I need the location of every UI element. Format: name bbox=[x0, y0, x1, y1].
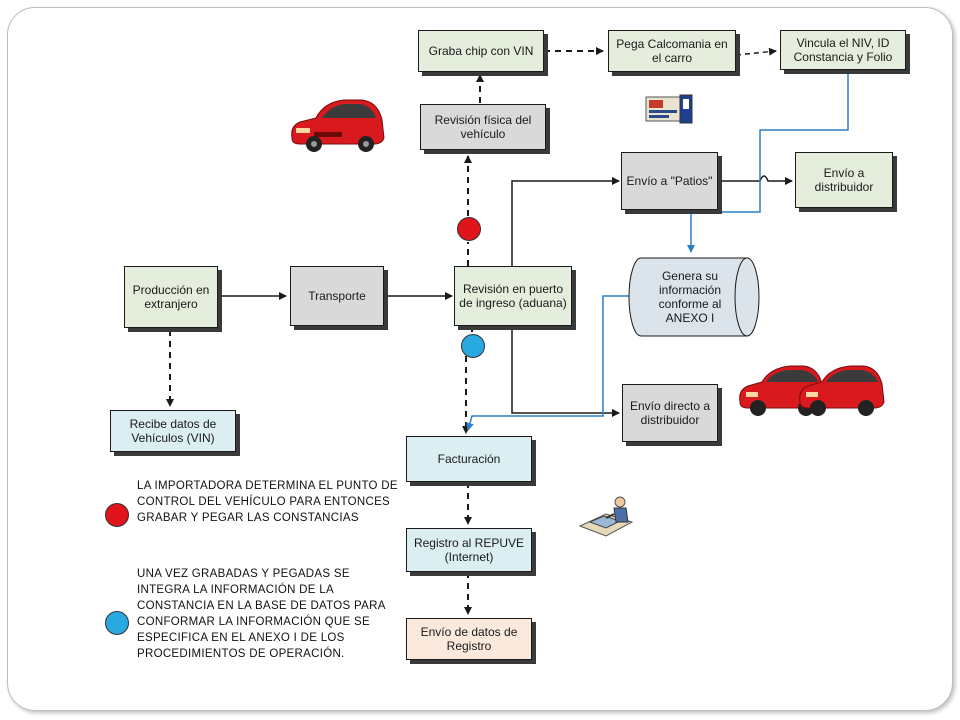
note-red-legend: LA IMPORTADORA DETERMINA EL PUNTO DE CON… bbox=[137, 480, 398, 524]
box-revision-fisica: Revisión física del vehículo bbox=[420, 104, 546, 150]
two-red-cars-icon bbox=[739, 365, 885, 416]
line-revision-directo bbox=[511, 326, 620, 417]
box-transporte: Transporte bbox=[290, 266, 384, 326]
blue-line-genera-facturacion bbox=[466, 295, 633, 431]
box-genera-info: Genera su información conforme al ANEXO … bbox=[658, 269, 722, 325]
line-patios-distribuidor bbox=[718, 175, 793, 185]
genera-info-shape bbox=[628, 257, 760, 337]
legend-blue-marker bbox=[105, 611, 129, 635]
box-registro-repuve: Registro al REPUVE (Internet) bbox=[406, 528, 532, 572]
red-control-marker bbox=[457, 217, 481, 241]
sticker-icon bbox=[645, 94, 693, 124]
box-envio-directo: Envío directo a distribuidor bbox=[622, 384, 718, 442]
box-vincula: Vincula el NIV, ID Constancia y Folio bbox=[780, 30, 906, 70]
box-revision-puerto: Revisión en puerto de ingreso (aduana) bbox=[454, 266, 572, 326]
box-envio-patios: Envío a "Patios" bbox=[621, 152, 718, 210]
box-envio-datos: Envío de datos de Registro bbox=[406, 618, 532, 660]
computer-user-icon bbox=[578, 496, 634, 537]
legend-red-marker bbox=[105, 503, 129, 527]
box-facturacion: Facturación bbox=[406, 436, 532, 482]
blue-control-marker bbox=[461, 334, 485, 358]
line-revision-patios bbox=[511, 177, 620, 266]
box-pega-calcomania: Pega Calcomania en el carro bbox=[608, 30, 736, 72]
note-blue-legend: UNA VEZ GRABADAS Y PEGADAS SE INTEGRA LA… bbox=[137, 568, 386, 660]
box-graba-chip: Graba chip con VIN bbox=[418, 30, 544, 72]
box-produccion: Producción en extranjero bbox=[124, 266, 218, 328]
blue-line-vincula-genera bbox=[687, 70, 849, 253]
dashed-calcomania-vincula bbox=[735, 47, 777, 56]
box-recibe-datos: Recibe datos de Vehículos (VIN) bbox=[110, 410, 236, 452]
red-car-icon bbox=[291, 99, 385, 152]
box-envio-distribuidor: Envío a distribuidor bbox=[795, 152, 893, 208]
